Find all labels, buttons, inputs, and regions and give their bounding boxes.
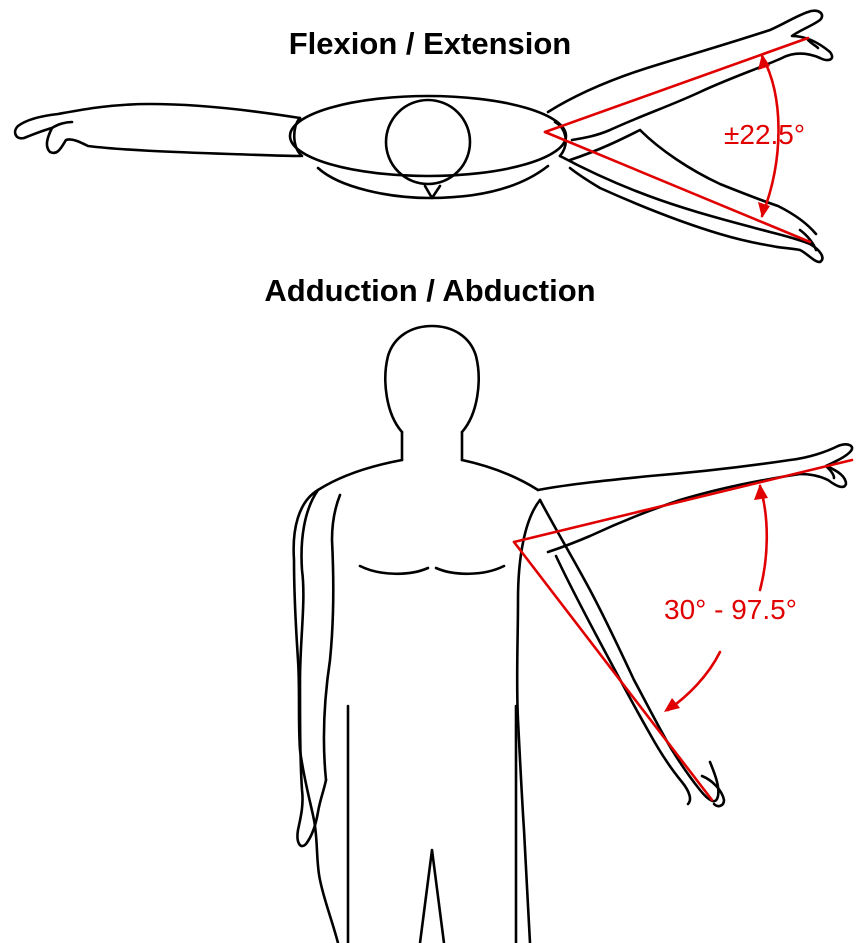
left-arm-front-outline bbox=[297, 490, 326, 846]
flexion-extension-title: Flexion / Extension bbox=[0, 26, 860, 62]
flexion-extension-angle-label: ±22.5° bbox=[724, 119, 805, 151]
front-view-figure bbox=[294, 326, 540, 943]
adduction-abduction-angle-label: 30° - 97.5° bbox=[664, 594, 797, 626]
abduction-arc bbox=[760, 486, 767, 590]
adduction-abduction-title: Adduction / Abduction bbox=[0, 273, 860, 309]
adduction-arc bbox=[668, 652, 720, 710]
pectoral-lines bbox=[360, 566, 504, 574]
shoulders-outline bbox=[290, 96, 566, 176]
arrowhead-top-lower bbox=[758, 202, 770, 218]
arrowhead-bottom-lower bbox=[664, 698, 680, 712]
head-outline bbox=[386, 100, 470, 184]
adduction-abduction-angle bbox=[514, 460, 852, 800]
arrowhead-bottom-upper bbox=[754, 484, 768, 500]
left-arm-outline bbox=[15, 104, 300, 156]
head-front-outline bbox=[385, 326, 478, 432]
adduction-ray bbox=[514, 542, 712, 800]
